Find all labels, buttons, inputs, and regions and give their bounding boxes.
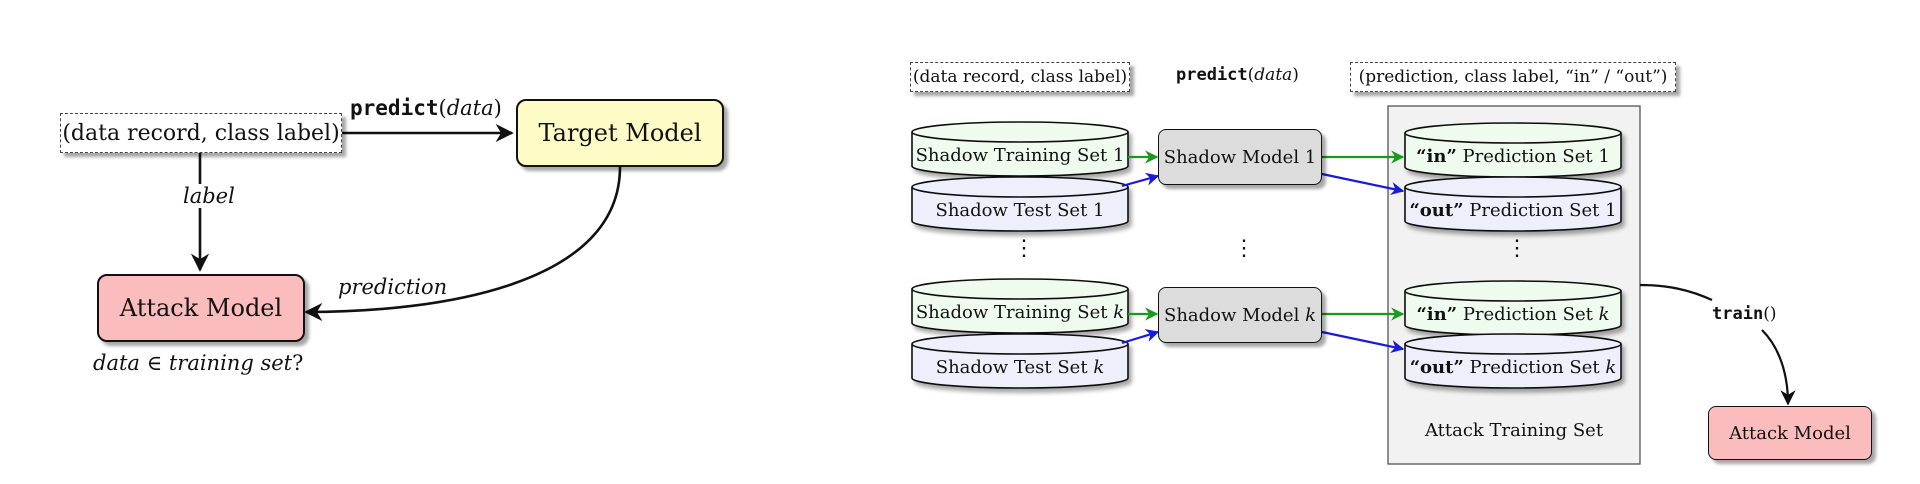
target-model-box: Target Model [516,99,724,167]
predict-data-label: predict(data) [350,96,502,120]
in-pred-k-rest: Prediction Set [1462,304,1593,325]
shadow-test-k-index: k [1093,357,1105,378]
shadow-train-k-label: Shadow Training Set k [912,302,1128,323]
shadow-model-1-text: Shadow Model 1 [1163,146,1317,168]
shadow-model-1-box: Shadow Model 1 [1158,129,1322,185]
shadow-train-1-label: Shadow Training Set 1 [915,145,1125,166]
question-mark-text: ? [292,351,304,375]
cylinder-shadow-test-set-k [911,333,1129,389]
label-edge-text: label [180,184,238,208]
membership-question: data ∈ training set? [93,351,303,375]
edge-modelk-to-outk [1321,330,1405,354]
question-data-text: data [93,351,140,375]
attack-model-text-left: Attack Model [119,294,283,322]
shadow-train-k-prefix: Shadow Training Set [915,302,1108,323]
dots-shadow-sets: ⋮ [1013,236,1035,261]
header-predict-fn: predict [1176,65,1248,85]
out-pred-1-quote: “out” [1409,200,1464,221]
attack-model-text-right: Attack Model [1729,422,1851,444]
attack-training-set-label: Attack Training Set [1424,420,1604,441]
out-pred-k-quote: “out” [1409,357,1464,378]
train-fn-text: train [1712,304,1764,324]
question-set-text: training set [168,351,293,375]
header-input-box: (data record, class label) [910,62,1130,92]
cylinder-shadow-training-set-k [911,278,1129,334]
in-pred-1-quote: “in” [1416,146,1457,167]
in-pred-k-quote: “in” [1416,304,1458,325]
shadow-model-k-prefix: Shadow Model [1164,304,1300,326]
target-model-text: Target Model [538,119,702,147]
shadow-test-1-label: Shadow Test Set 1 [935,200,1105,221]
cylinder-out-prediction-set-k [1404,333,1622,389]
prediction-edge-text: prediction [338,275,448,299]
header-output-text: (prediction, class label, “in” / “out”) [1358,67,1668,87]
predict-fn-text: predict [350,96,439,120]
predict-arg-text: data [446,96,494,120]
question-symbol-text: ∈ [146,351,163,375]
edge-train-label-to-attack [1761,329,1796,406]
cylinder-shadow-test-set-1 [911,176,1129,232]
in-pred-1-label: “in” Prediction Set 1 [1405,146,1621,167]
cylinder-out-prediction-set-1 [1404,176,1622,232]
shadow-model-k-index: k [1305,304,1316,326]
cylinder-in-prediction-set-k [1404,280,1622,336]
out-pred-1-rest: Prediction Set 1 [1469,200,1617,221]
input-record-text: (data record, class label) [62,120,340,146]
shadow-test-k-prefix: Shadow Test Set [935,357,1088,378]
edge-model1-to-out1 [1321,172,1405,196]
edge-panel-to-train-label [1639,283,1713,302]
dots-prediction-sets: ⋮ [1506,236,1528,261]
edge-test1-to-model1 [1121,172,1160,188]
shadow-train-k-index: k [1113,302,1125,323]
out-pred-1-label: “out” Prediction Set 1 [1405,200,1621,221]
train-parens-text: () [1763,304,1777,324]
header-output-box: (prediction, class label, “in” / “out”) [1350,62,1676,92]
dots-shadow-models: ⋮ [1233,236,1255,261]
in-pred-k-label: “in” Prediction Set k [1405,304,1621,325]
header-predict-label: predict(data) [1176,65,1299,85]
train-edge-label: train() [1712,304,1776,324]
attack-model-box-right: Attack Model [1708,406,1872,460]
edge-target-to-attack [304,166,622,322]
in-pred-k-index: k [1598,304,1610,325]
input-record-box: (data record, class label) [60,113,342,153]
out-pred-k-rest: Prediction Set [1469,357,1600,378]
attack-model-box-left: Attack Model [97,274,305,342]
cylinder-shadow-training-set-1 [911,121,1129,177]
header-predict-arg: data [1254,65,1293,85]
in-pred-1-rest: Prediction Set 1 [1462,146,1610,167]
header-input-text: (data record, class label) [912,67,1128,87]
edge-testk-to-modelk [1121,329,1160,345]
out-pred-k-index: k [1605,357,1617,378]
out-pred-k-label: “out” Prediction Set k [1405,357,1621,378]
shadow-model-k-box: Shadow Model k [1158,287,1322,343]
cylinder-in-prediction-set-1 [1404,122,1622,178]
shadow-test-k-label: Shadow Test Set k [912,357,1128,378]
